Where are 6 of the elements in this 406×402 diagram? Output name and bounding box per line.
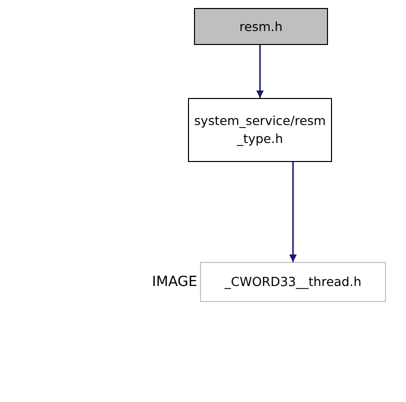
file-box: _CWORD33__thread.h (200, 262, 386, 302)
image-label: IMAGE (152, 274, 198, 290)
file-box: system_service/resm _type.h (188, 98, 332, 162)
file-box: resm.h (194, 8, 328, 45)
arrow (289, 162, 297, 262)
arrow (256, 45, 264, 98)
